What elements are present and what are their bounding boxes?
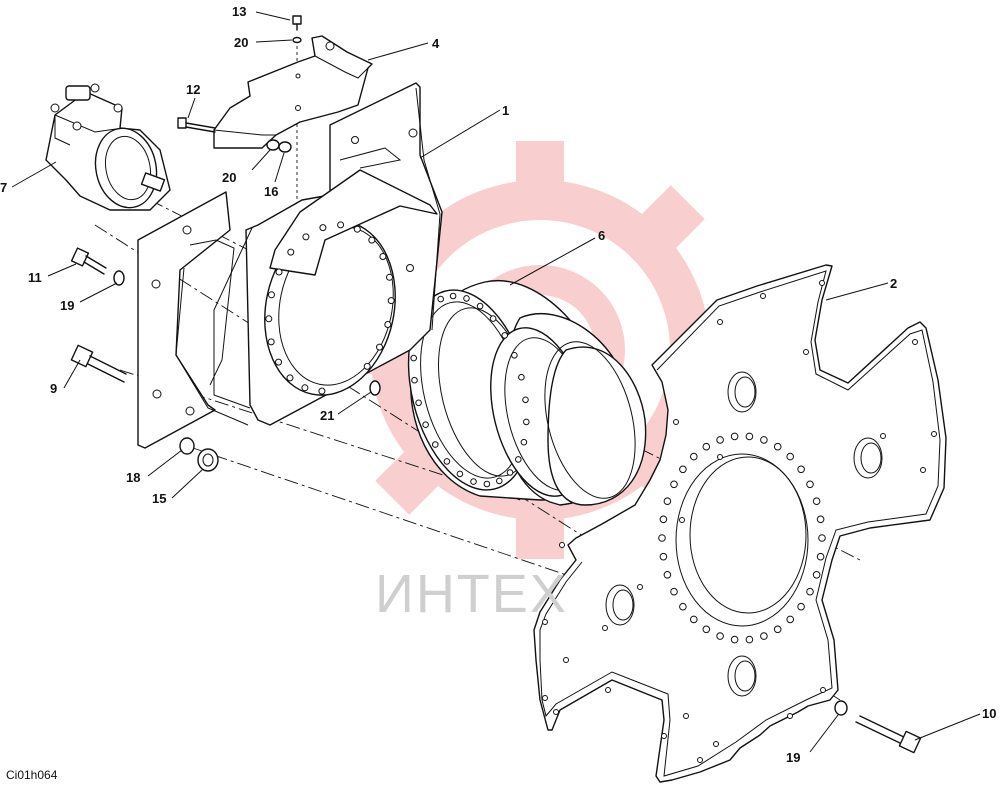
callout-11: 11 bbox=[28, 270, 42, 285]
adapter-plate bbox=[137, 191, 249, 449]
part-20-washer-mid bbox=[266, 139, 280, 151]
callout-19: 19 bbox=[786, 750, 800, 765]
part-19-washer-left bbox=[113, 270, 125, 286]
part-9-bolt bbox=[70, 344, 127, 383]
part-19-washer-right bbox=[834, 700, 848, 716]
callout-13: 13 bbox=[232, 4, 246, 19]
callout-4: 4 bbox=[432, 36, 440, 51]
callout-7: 7 bbox=[0, 180, 7, 195]
part-12-bolt bbox=[177, 117, 216, 133]
part-7-hydraulic-motor bbox=[45, 83, 171, 211]
callout-6: 6 bbox=[598, 228, 605, 243]
drawing-code: Ci01h064 bbox=[6, 768, 58, 782]
callout-20: 20 bbox=[222, 170, 236, 185]
callout-20: 20 bbox=[234, 35, 248, 50]
callout-19: 19 bbox=[60, 298, 74, 313]
callout-10: 10 bbox=[982, 706, 996, 721]
part-18-washer bbox=[179, 437, 195, 455]
part-21-washer bbox=[369, 380, 381, 396]
part-13-screw bbox=[292, 15, 302, 31]
callout-9: 9 bbox=[50, 381, 57, 396]
callout-2: 2 bbox=[890, 276, 897, 291]
part-4-bracket bbox=[213, 35, 373, 149]
part-10-bolt bbox=[855, 715, 922, 754]
callout-21: 21 bbox=[320, 408, 334, 423]
part-15-nut bbox=[197, 448, 219, 472]
watermark-text: ИНТЕХ bbox=[375, 564, 568, 624]
part-2-drive-plate bbox=[533, 264, 947, 783]
part-20-washer-top bbox=[292, 36, 302, 44]
part-11-bolt bbox=[70, 247, 107, 275]
callout-1: 1 bbox=[502, 103, 509, 118]
part-16-nut bbox=[278, 141, 292, 153]
callout-labels: 13 20 4 12 1 7 20 16 6 11 2 19 9 21 18 15 10 19 bbox=[0, 4, 996, 765]
part-1-housing bbox=[213, 82, 443, 426]
callout-18: 18 bbox=[126, 470, 140, 485]
callout-16: 16 bbox=[264, 184, 278, 199]
callout-15: 15 bbox=[152, 491, 166, 506]
part-6-gearbox bbox=[407, 279, 647, 506]
callout-12: 12 bbox=[186, 82, 200, 97]
